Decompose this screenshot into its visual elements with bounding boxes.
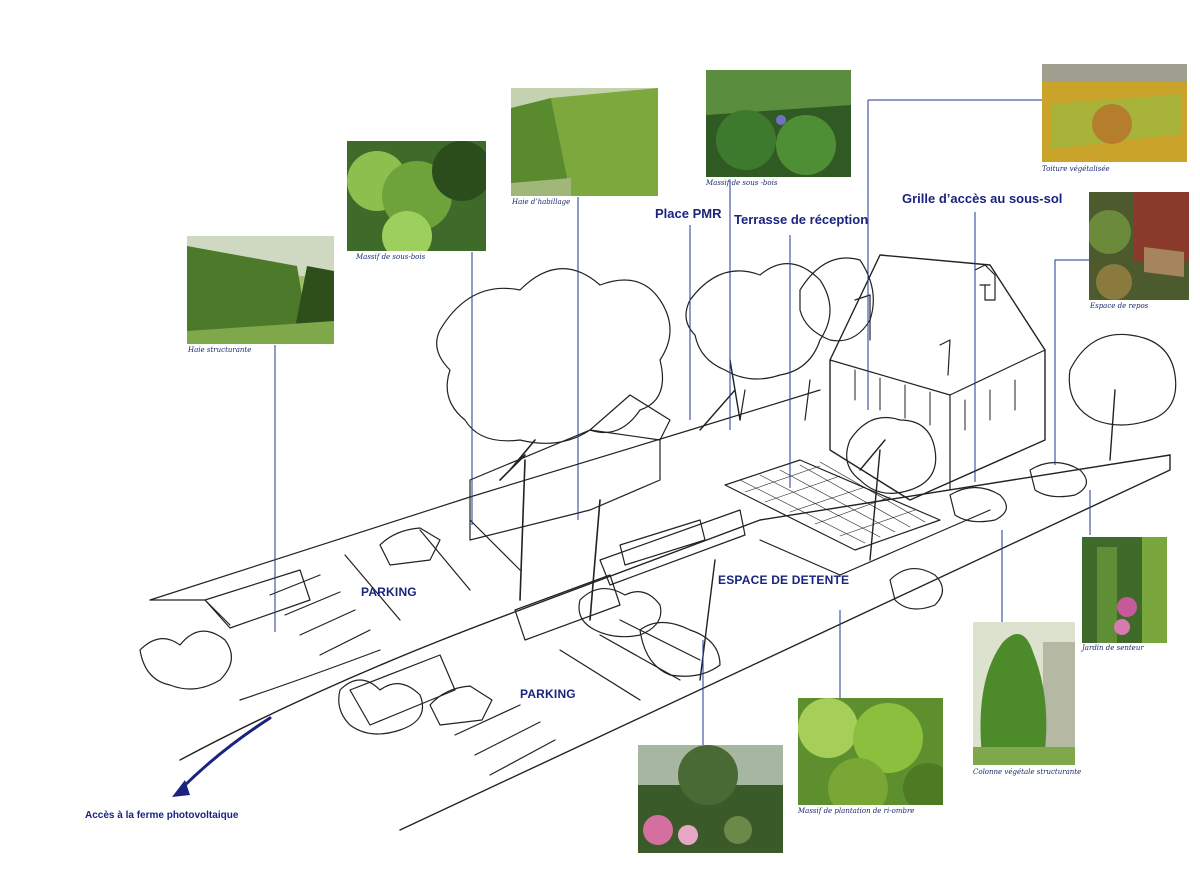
caption-haie-structurante: Haie structurante <box>188 346 252 354</box>
caption-jardin-senteur: Jardin de senteur <box>1082 644 1144 652</box>
label-acces-ferme: Accès à la ferme photovoltaique <box>85 810 239 821</box>
caption-espace-repos: Espace de repos <box>1090 302 1149 310</box>
label-place-pmr: Place PMR <box>655 206 722 221</box>
photo-espace-repos <box>1089 192 1189 300</box>
photo-massif-fleuri <box>638 745 783 853</box>
label-espace-detente: ESPACE DE DETENTE <box>718 573 850 587</box>
label-parking-1: PARKING <box>361 585 417 599</box>
photo-massif-sous-bois-1 <box>347 141 486 251</box>
photo-jardin-senteur <box>1082 537 1167 643</box>
photo-haie-habillage <box>511 88 658 196</box>
caption-massif-sous-bois-2: Massif de sous -bois <box>706 179 778 187</box>
caption-toiture: Toiture végétalisée <box>1042 165 1110 173</box>
photo-massif-rive <box>798 698 943 805</box>
caption-colonne: Colonne végétale structurante <box>973 768 1082 776</box>
photo-haie-structurante <box>187 236 334 344</box>
label-parking-2: PARKING <box>520 687 576 701</box>
photo-colonne <box>973 622 1075 765</box>
photo-massif-sous-bois-2 <box>706 70 851 177</box>
caption-massif-rive: Massif de plantation de ri-ombre <box>798 807 915 815</box>
label-terrasse: Terrasse de réception <box>734 212 869 227</box>
photo-toiture <box>1042 64 1187 162</box>
caption-haie-habillage: Haie d’habillage <box>512 198 571 206</box>
label-grille: Grille d’accès au sous-sol <box>902 191 1063 206</box>
caption-massif-sous-bois-1: Massif de sous-bois <box>356 253 426 261</box>
